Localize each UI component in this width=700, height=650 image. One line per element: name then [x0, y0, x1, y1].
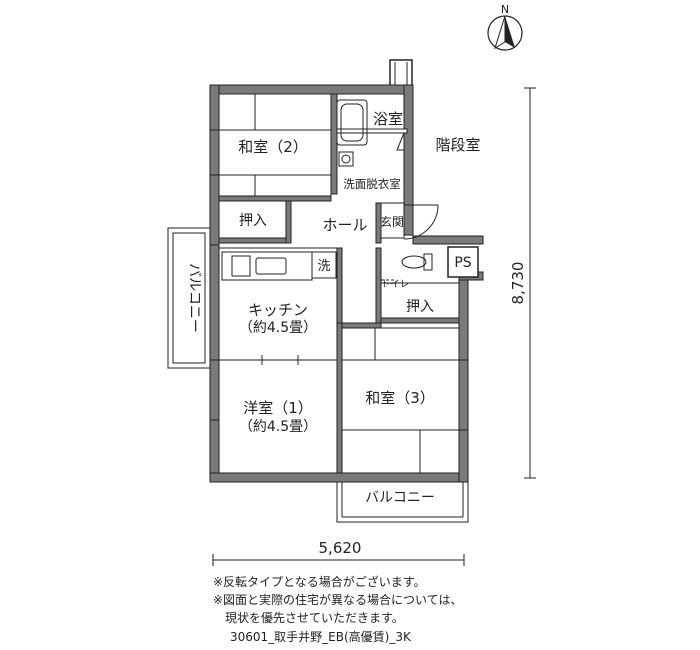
room-toilet-label: トイレ [381, 279, 410, 290]
width-dimension [212, 554, 465, 566]
room-youshitsu1-size-label: （約4.5畳） [239, 419, 317, 435]
north-label: N [501, 3, 509, 16]
room-yokushitsu-label: 浴室 [373, 110, 403, 128]
note-line-1: ※反転タイプとなる場合がございます。 [213, 575, 426, 589]
room-kitchen-label: キッチン [248, 301, 308, 319]
room-hall-label: ホール [322, 216, 367, 234]
width-dimension-label: 5,620 [319, 539, 362, 557]
washbasin-icon [338, 151, 354, 167]
room-sentaku-label: 洗 [317, 259, 330, 274]
bath-door-icon [396, 132, 405, 151]
interior-walls [218, 93, 460, 474]
balcony-south [336, 481, 469, 523]
note-line-2: ※図面と実際の住宅が異なる場合については、 [213, 593, 463, 607]
room-senmen-label: 洗面脱衣室 [343, 177, 401, 191]
room-oshiire-mid-label: 押入 [406, 299, 434, 315]
toilet-icon [381, 253, 433, 281]
room-genkan-label: 玄関 [380, 214, 404, 229]
room-oshiire-top-label: 押入 [239, 213, 267, 229]
entrance-door-icon [403, 204, 439, 240]
room-kaidanshitsu-label: 階段室 [435, 136, 480, 154]
depth-dimension-label: 8,730 [509, 262, 527, 305]
room-ps-label: PS [454, 255, 471, 271]
north-compass-icon: N [487, 3, 523, 51]
window-marks [210, 129, 468, 431]
note-line-3: 現状を優先させていただきます。 [213, 611, 404, 625]
room-youshitsu1-label: 洋室（1） [243, 399, 313, 417]
balcony-west [167, 227, 211, 369]
ps-box [447, 246, 479, 278]
room-balcony-south-label: バルコニー [365, 490, 435, 506]
plan-code: 30601_取手井野_EB(高優賃)_3K [230, 630, 411, 644]
depth-dimension [524, 87, 536, 479]
room-washitsu2-label: 和室（2） [238, 138, 308, 156]
room-kitchen-size-label: （約4.5畳） [239, 320, 317, 336]
kitchen-counter [221, 248, 343, 300]
room-balcony-west-label: バルコニー [186, 263, 202, 333]
tatami-marks [219, 94, 459, 473]
bathtub-icon [336, 99, 368, 146]
room-washitsu3-label: 和室（3） [365, 389, 435, 407]
